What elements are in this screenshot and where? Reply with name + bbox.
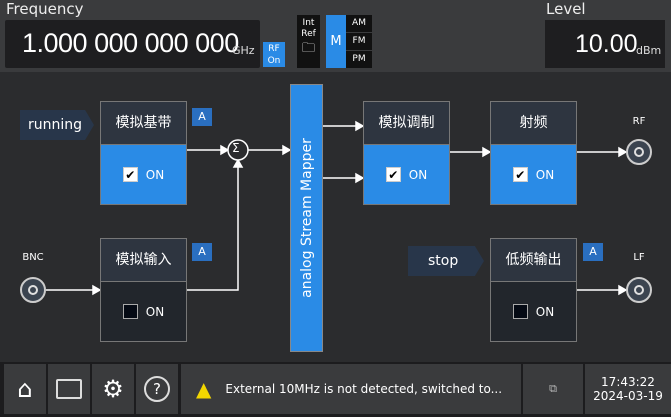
on-label: ON [145, 167, 165, 182]
rf-on-button[interactable]: RF On [263, 42, 285, 67]
block-title: 模拟调制 [363, 101, 450, 145]
frequency-unit: GHz [232, 44, 255, 57]
lf-output-a-badge[interactable]: A [583, 243, 603, 261]
network-icon: ⧉ [549, 382, 557, 395]
mod-pm[interactable]: PM [346, 51, 372, 68]
rf-connector-icon[interactable] [626, 139, 652, 165]
home-icon: ⌂ [17, 375, 33, 403]
enable-checkbox[interactable]: ✔ [385, 167, 401, 182]
stop-tag: stop [408, 246, 484, 276]
frequency-value: 1.000 000 000 000 [22, 28, 239, 58]
settings-button[interactable]: ⚙ [92, 364, 134, 414]
analog-input-a-badge[interactable]: A [192, 243, 212, 261]
analog-input-block[interactable]: 模拟输入 ON [100, 238, 187, 342]
enable-checkbox[interactable] [122, 304, 138, 319]
help-icon: ? [144, 376, 170, 402]
on-label: ON [535, 167, 555, 182]
sum-node [227, 139, 249, 161]
block-title: 低频输出 [490, 238, 577, 282]
enable-checkbox[interactable]: ✔ [122, 167, 138, 182]
block-title: 模拟输入 [100, 238, 187, 282]
mod-am[interactable]: AM [346, 15, 372, 32]
lf-connector-icon[interactable] [626, 277, 652, 303]
modulation-button[interactable]: M [326, 15, 346, 68]
network-button[interactable]: ⧉ [523, 364, 583, 414]
lf-output-block[interactable]: 低频输出 ON [490, 238, 577, 342]
folder-icon [56, 379, 82, 399]
block-title: 模拟基带 [100, 101, 187, 145]
status-message-text: External 10MHz is not detected, switched… [225, 382, 503, 396]
frequency-field[interactable] [5, 20, 260, 68]
status-message[interactable]: ▲ External 10MHz is not detected, switche… [181, 364, 521, 414]
running-tag: running [20, 110, 94, 140]
baseband-block[interactable]: 模拟基带 ✔ ON [100, 101, 187, 205]
bnc-connector-icon[interactable] [20, 277, 46, 303]
enable-checkbox[interactable] [512, 304, 528, 319]
level-value: 10.00 [575, 30, 638, 58]
gear-icon: ⚙ [102, 375, 124, 403]
rf-state: On [267, 56, 281, 66]
lf-connector-label: LF [633, 252, 645, 263]
int-label: Int [302, 18, 315, 28]
on-label: ON [408, 167, 428, 182]
ref-label: Ref [301, 29, 316, 39]
on-label: ON [145, 304, 165, 319]
stream-mapper-label: analog Stream Mapper [298, 138, 315, 298]
file-button[interactable] [48, 364, 90, 414]
block-title: 射频 [490, 101, 577, 145]
home-button[interactable]: ⌂ [4, 364, 46, 414]
modulation-block[interactable]: 模拟调制 ✔ ON [363, 101, 450, 205]
frequency-label: Frequency [6, 0, 84, 18]
level-unit: dBm [636, 44, 662, 57]
mod-fm[interactable]: FM [346, 33, 372, 50]
on-label: ON [535, 304, 555, 319]
baseband-a-badge[interactable]: A [192, 108, 212, 126]
rf-label: RF [268, 44, 280, 54]
bnc-label: BNC [22, 252, 44, 263]
sum-symbol: Σ [232, 141, 240, 155]
time: 17:43:22 [601, 375, 655, 389]
stream-mapper-button[interactable]: analog Stream Mapper [290, 84, 323, 352]
rf-connector-label: RF [632, 116, 646, 127]
enable-checkbox[interactable]: ✔ [512, 167, 528, 182]
rf-block[interactable]: 射频 ✔ ON [490, 101, 577, 205]
level-field[interactable] [545, 20, 665, 68]
folder-clock-icon: 🗀 [301, 41, 315, 56]
help-button[interactable]: ? [136, 364, 178, 414]
date: 2024-03-19 [593, 389, 663, 403]
warning-icon: ▲ [196, 377, 212, 401]
level-label: Level [546, 0, 586, 18]
